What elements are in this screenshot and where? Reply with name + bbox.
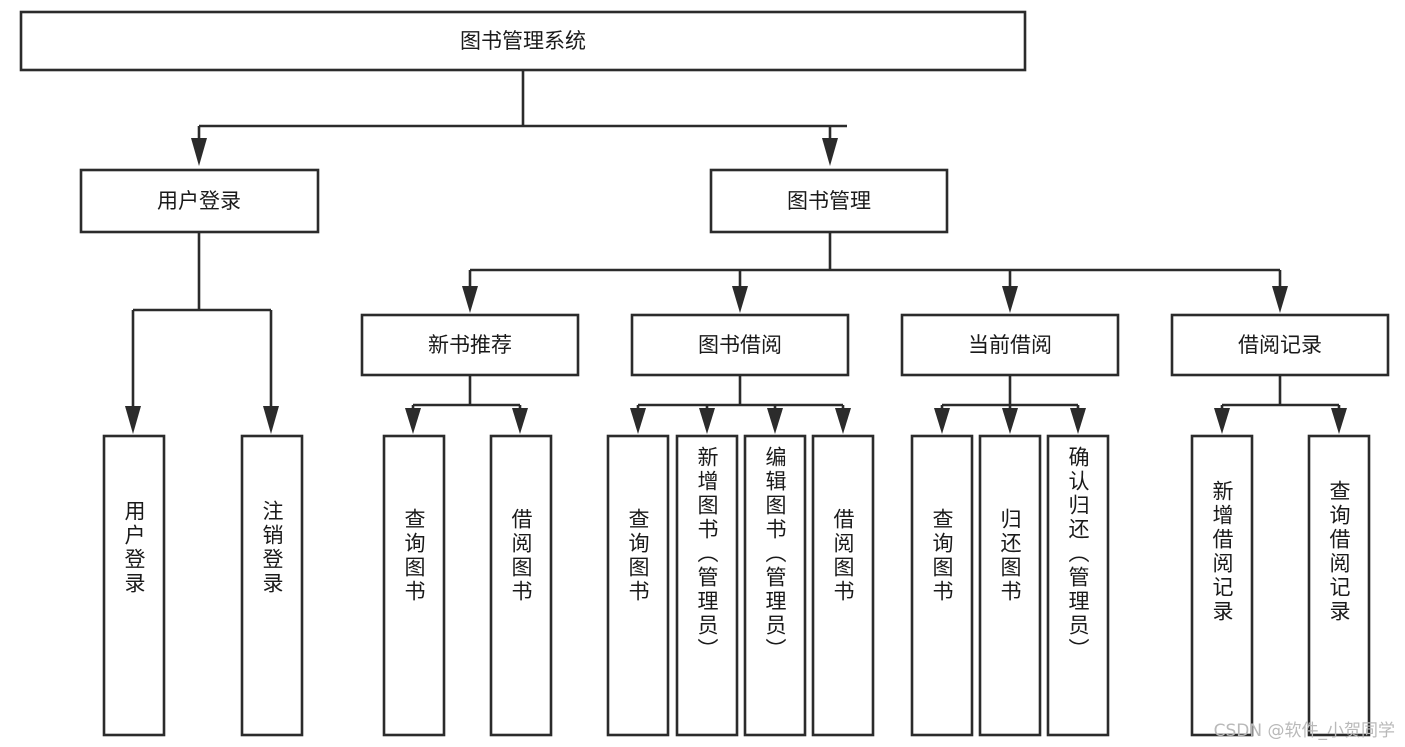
node-new-book-recommend[interactable]: 新书推荐	[360, 313, 580, 377]
arrowhead-leaf-user-login	[125, 406, 141, 434]
leaf-confirm-return-box[interactable]	[1046, 434, 1110, 737]
connectors-current-borrow-to-leaves	[934, 375, 1086, 434]
node-borrow-record-label: 借阅记录	[1238, 333, 1322, 357]
arrowhead-leaf-add-record	[1214, 408, 1230, 434]
connectors-root-to-level2	[191, 70, 847, 166]
node-user-login-label: 用户登录	[157, 189, 241, 213]
arrowhead-leaf-add-book	[699, 408, 715, 434]
leaf-query-record-label: 查询借阅记录	[1327, 480, 1351, 624]
leaf-user-login-box[interactable]	[102, 434, 166, 737]
leaf-borrow-book-2-box[interactable]	[811, 434, 875, 737]
connectors-new-book-recommend-to-leaves	[405, 375, 528, 434]
arrowhead-leaf-return-book	[1002, 408, 1018, 434]
arrowhead-leaf-borrow-book-2	[835, 408, 851, 434]
leaf-logout-login-box[interactable]	[240, 434, 304, 737]
leaf-boxes	[102, 434, 1371, 737]
node-book-borrow-label: 图书借阅	[698, 333, 782, 357]
leaf-query-book-1-label: 查询图书	[402, 508, 426, 604]
node-new-book-recommend-box[interactable]	[360, 313, 580, 377]
leaf-query-book-1-box[interactable]	[382, 434, 446, 737]
leaf-edit-book-label: 编辑图书（管理员）	[763, 446, 787, 662]
node-current-borrow-label: 当前借阅	[968, 333, 1052, 357]
node-borrow-record-box[interactable]	[1170, 313, 1390, 377]
arrowhead-book-borrow	[732, 286, 748, 313]
leaf-add-record-box[interactable]	[1190, 434, 1254, 737]
leaf-query-book-3-label: 查询图书	[930, 508, 954, 604]
leaf-return-book-label: 归还图书	[998, 508, 1022, 604]
node-book-borrow-box[interactable]	[630, 313, 850, 377]
arrowhead-leaf-query-record	[1331, 408, 1347, 434]
arrowhead-leaf-query-book-3	[934, 408, 950, 434]
arrowhead-leaf-logout-login	[263, 406, 279, 434]
leaf-borrow-book-1-box[interactable]	[489, 434, 553, 737]
node-current-borrow-box[interactable]	[900, 313, 1120, 377]
leaf-add-book-box[interactable]	[675, 434, 739, 737]
node-book-manage-box[interactable]	[709, 168, 949, 234]
arrowhead-leaf-edit-book	[767, 408, 783, 434]
arrowhead-leaf-query-book-2	[630, 408, 646, 434]
arrowhead-leaf-query-book-1	[405, 408, 421, 434]
node-root-label: 图书管理系统	[460, 29, 586, 53]
leaf-query-book-3-box[interactable]	[910, 434, 974, 737]
arrowhead-book-manage	[822, 138, 838, 166]
arrowhead-current-borrow	[1002, 286, 1018, 313]
connectors-user-login-to-leaves	[125, 232, 279, 434]
node-borrow-record[interactable]: 借阅记录	[1170, 313, 1390, 377]
arrowhead-borrow-record	[1272, 286, 1288, 313]
leaf-borrow-book-2-label: 借阅图书	[831, 508, 855, 604]
leaf-return-book-box[interactable]	[978, 434, 1042, 737]
node-root-box[interactable]	[19, 10, 1027, 72]
node-book-borrow[interactable]: 图书借阅	[630, 313, 850, 377]
node-current-borrow[interactable]: 当前借阅	[900, 313, 1120, 377]
node-root[interactable]: 图书管理系统	[19, 10, 1027, 72]
node-book-manage[interactable]: 图书管理	[709, 168, 949, 234]
leaf-logout-login-label: 注销登录	[260, 500, 284, 596]
leaf-edit-book-box[interactable]	[743, 434, 807, 737]
connectors-book-manage-to-level3	[462, 232, 1288, 313]
arrowhead-leaf-borrow-book-1	[512, 408, 528, 434]
node-new-book-recommend-label: 新书推荐	[428, 333, 512, 357]
arrowhead-leaf-confirm-return	[1070, 408, 1086, 434]
leaf-query-book-2-label: 查询图书	[626, 508, 650, 604]
leaf-labels: 用户登录 注销登录 查询图书 借阅图书 查询图书 新增图书（管理员） 编辑图书（…	[122, 446, 1351, 662]
arrowhead-new-book-recommend	[462, 286, 478, 313]
leaf-borrow-book-1-label: 借阅图书	[509, 508, 533, 604]
leaf-user-login-label: 用户登录	[122, 500, 146, 596]
arrowhead-user-login	[191, 138, 207, 166]
connectors-book-borrow-to-leaves	[630, 375, 851, 434]
leaf-query-book-2-box[interactable]	[606, 434, 670, 737]
node-user-login-box[interactable]	[79, 168, 320, 234]
leaf-add-book-label: 新增图书（管理员）	[695, 446, 719, 662]
node-user-login[interactable]: 用户登录	[79, 168, 320, 234]
connectors-borrow-record-to-leaves	[1214, 375, 1347, 434]
leaf-add-record-label: 新增借阅记录	[1210, 480, 1234, 624]
leaf-query-record-box[interactable]	[1307, 434, 1371, 737]
csdn-watermark: CSDN @软件_小贺同学	[1213, 721, 1395, 741]
node-book-manage-label: 图书管理	[787, 189, 871, 213]
leaf-confirm-return-label: 确认归还（管理员）	[1066, 446, 1090, 662]
